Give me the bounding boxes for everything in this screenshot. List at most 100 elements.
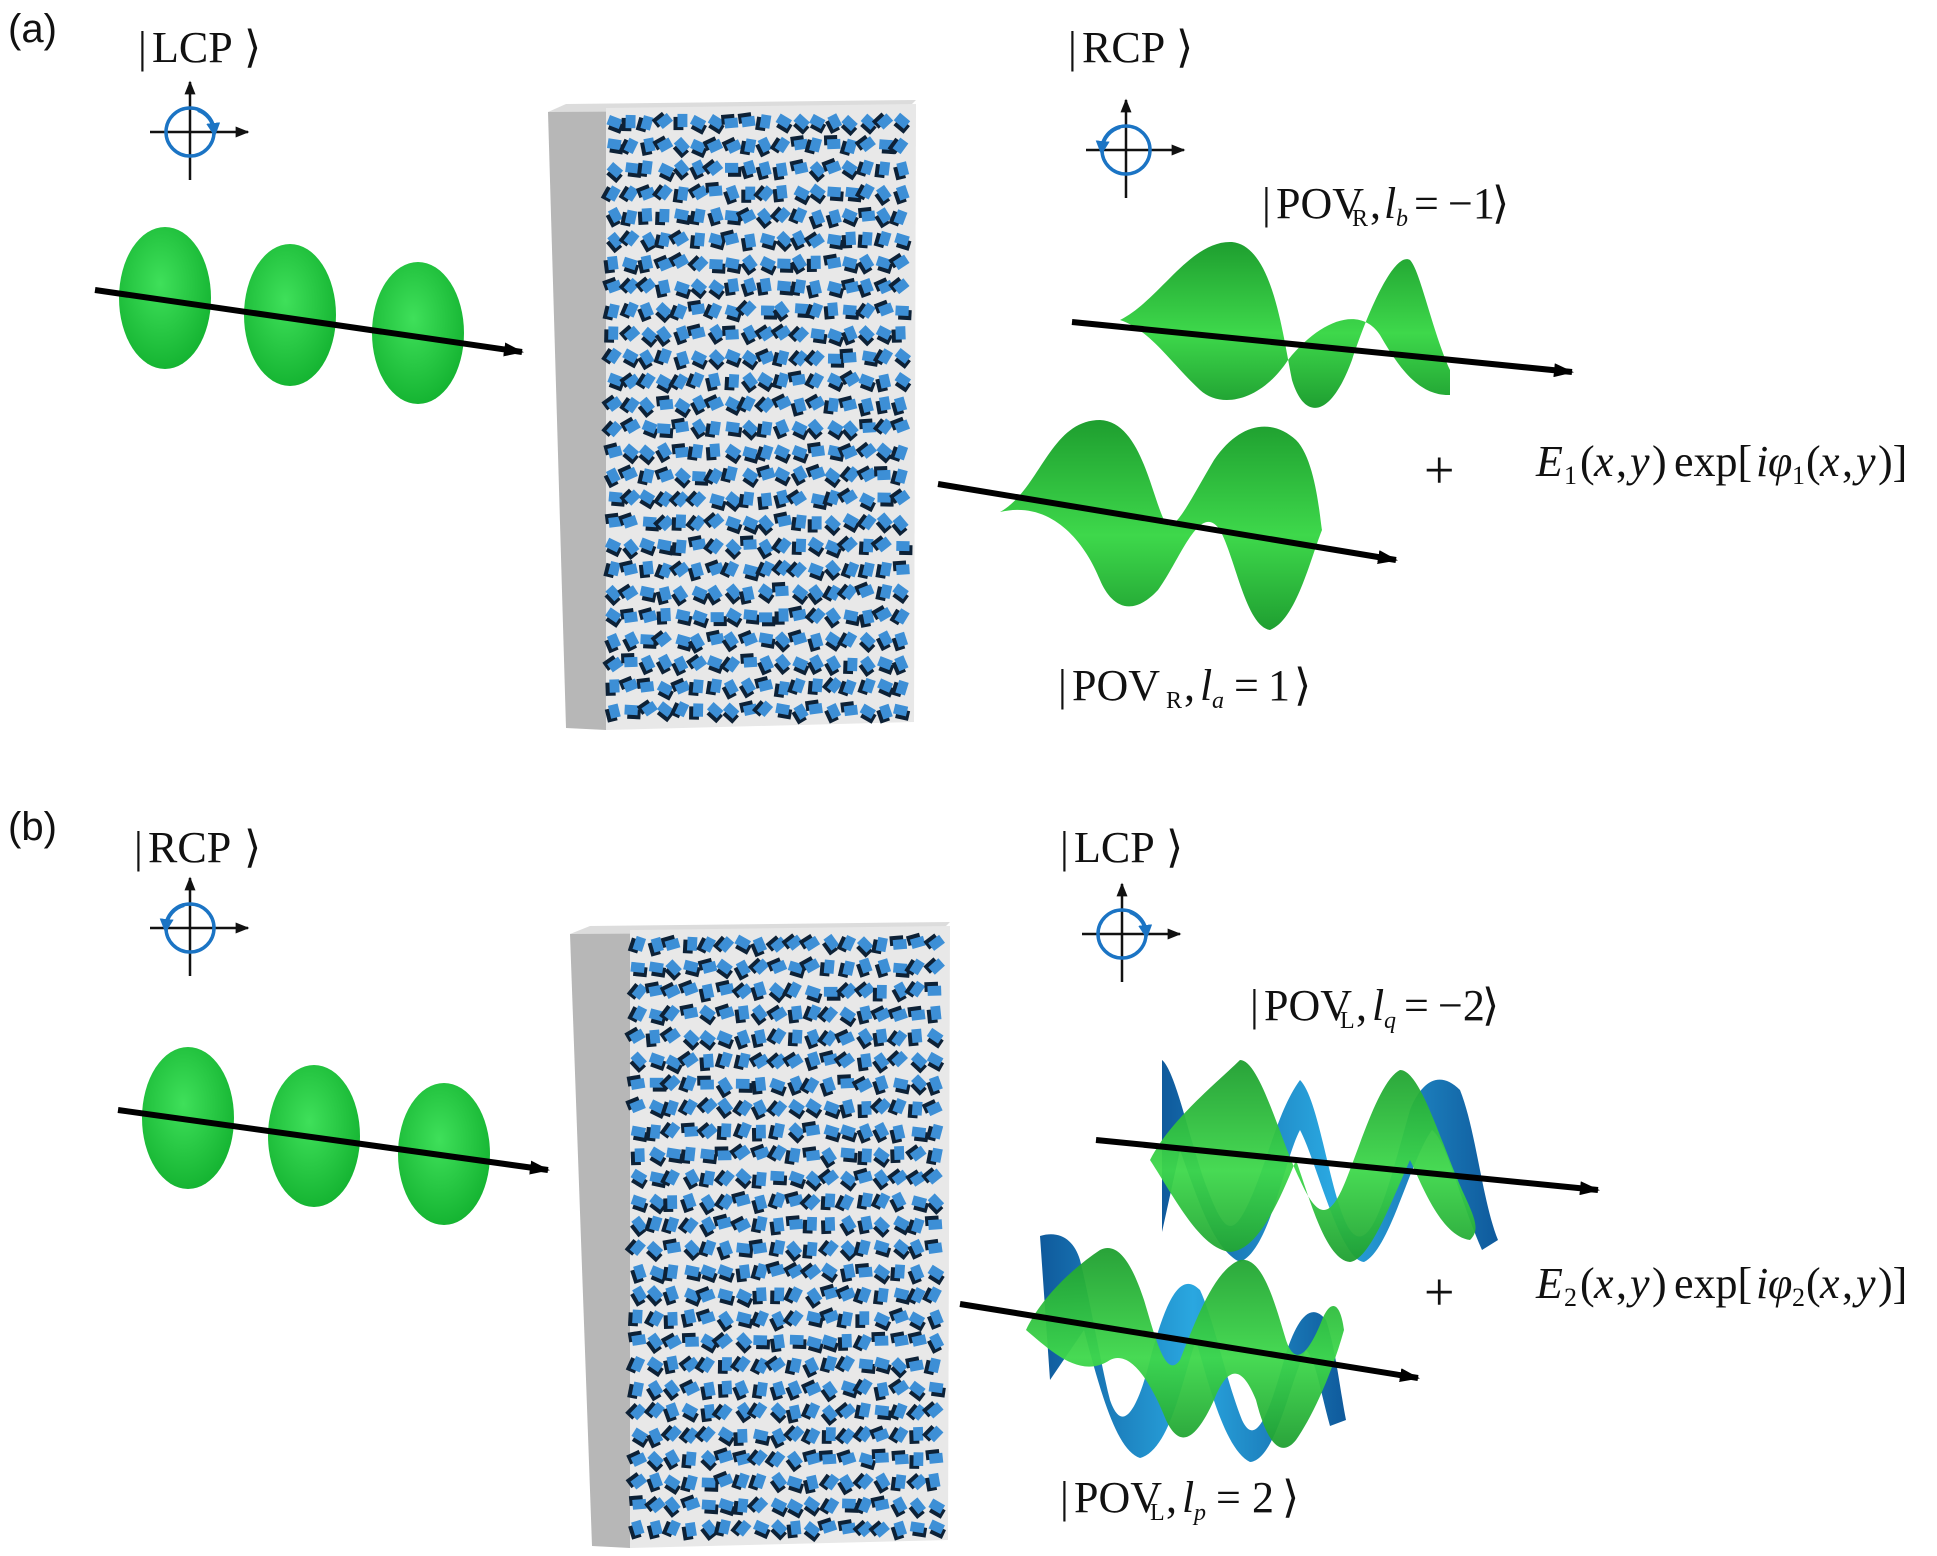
nano-pillar xyxy=(783,1424,805,1443)
nano-pillar xyxy=(838,395,858,412)
svg-text:,: , xyxy=(1842,1259,1853,1308)
nano-pillar xyxy=(876,703,893,724)
nano-pillar xyxy=(790,465,808,487)
nano-pillar xyxy=(750,1263,769,1281)
nano-pillar xyxy=(787,349,809,367)
nano-pillar xyxy=(618,137,639,155)
nano-pillar xyxy=(824,539,842,559)
nano-pillar xyxy=(700,1264,718,1284)
nano-pillar xyxy=(858,631,876,654)
input-polarization-ket: | RCP ⟩ xyxy=(134,823,261,872)
vortex-beam-top: | POV R , l b = −1 ⟩ xyxy=(1071,179,1574,408)
nano-pillar xyxy=(869,1097,892,1115)
nano-pillar xyxy=(627,1330,647,1346)
nano-pillar xyxy=(674,467,692,489)
nano-pillar xyxy=(750,1099,768,1121)
nano-pillar xyxy=(750,936,768,958)
nano-pillar xyxy=(754,324,776,342)
field-expression: E 1 ( x , y ) exp[ i φ 1 ( x , y )] xyxy=(1535,437,1907,490)
nano-pillar xyxy=(886,1029,908,1047)
nano-pillar xyxy=(891,326,906,343)
nano-pillar xyxy=(837,1519,857,1535)
nano-pillar xyxy=(678,979,699,997)
nano-pillar xyxy=(752,700,774,717)
nano-pillar xyxy=(649,1193,666,1215)
nano-pillar xyxy=(892,560,910,576)
nano-pillar xyxy=(677,1098,698,1116)
nano-pillar xyxy=(604,703,621,723)
nano-pillar xyxy=(870,1005,892,1023)
nano-pillar xyxy=(661,1519,681,1538)
nano-pillar xyxy=(852,1333,873,1352)
svg-text:|: | xyxy=(1060,823,1069,872)
nano-pillar xyxy=(755,114,772,132)
nano-pillar xyxy=(877,656,895,675)
nano-pillar xyxy=(659,981,681,999)
nano-pillar xyxy=(872,1287,889,1305)
nano-pillar xyxy=(643,1310,664,1328)
svg-text:y: y xyxy=(1852,1259,1876,1308)
svg-text:⟩: ⟩ xyxy=(1294,661,1311,710)
nano-pillar xyxy=(907,1028,923,1047)
nano-pillar xyxy=(819,1147,838,1169)
nano-pillar xyxy=(671,417,690,433)
nano-pillar xyxy=(680,1494,701,1512)
nano-pillar xyxy=(626,983,648,1000)
nano-pillar xyxy=(659,1074,681,1092)
nano-pillar xyxy=(905,932,926,949)
nano-pillar xyxy=(875,512,893,534)
nano-pillar xyxy=(660,1332,683,1350)
nano-pillar xyxy=(786,1475,805,1494)
nano-pillar xyxy=(926,1027,944,1049)
nano-pillar xyxy=(826,280,845,299)
nano-pillar xyxy=(653,348,672,366)
nano-pillar xyxy=(893,1238,911,1260)
nano-pillar xyxy=(786,1498,804,1519)
nano-pillar xyxy=(807,441,826,458)
nano-pillar xyxy=(690,394,708,416)
nano-pillar xyxy=(604,584,622,607)
nano-pillar xyxy=(753,1335,771,1350)
nano-pillar xyxy=(855,159,874,177)
nano-pillar xyxy=(724,443,742,465)
nano-pillar xyxy=(793,113,810,135)
nano-pillar xyxy=(875,630,893,652)
nano-pillar xyxy=(868,1520,890,1538)
nano-pillar xyxy=(735,1288,754,1309)
nano-pillar xyxy=(618,324,641,342)
nano-pillar xyxy=(817,1029,838,1047)
nano-pillar xyxy=(690,418,708,440)
nano-pillar xyxy=(809,113,827,134)
nano-pillar xyxy=(837,1333,852,1351)
nano-pillar xyxy=(685,653,708,672)
nano-pillar xyxy=(872,1122,890,1144)
nano-pillar xyxy=(712,935,735,953)
svg-text:): ) xyxy=(1652,437,1667,486)
nano-pillar xyxy=(734,934,752,955)
nano-pillar xyxy=(638,489,656,510)
nano-pillar xyxy=(601,394,623,412)
nano-pillar xyxy=(707,114,725,135)
nano-pillar xyxy=(806,255,821,273)
nano-pillar xyxy=(643,1401,666,1419)
beam-top-ket: | POV R , l b = −1 ⟩ xyxy=(1262,179,1509,232)
nano-pillar xyxy=(873,277,894,295)
nano-pillar xyxy=(619,416,641,434)
nano-pillar xyxy=(842,256,860,274)
nano-pillar xyxy=(656,680,674,701)
nano-pillar xyxy=(927,1332,945,1354)
nano-pillar xyxy=(627,1005,648,1023)
nano-pillar xyxy=(680,1308,697,1328)
nano-pillar xyxy=(904,980,926,998)
nano-pillar xyxy=(625,1096,646,1114)
nano-pillar xyxy=(662,1238,682,1254)
nano-pillar xyxy=(655,302,673,324)
nano-pillar xyxy=(653,490,674,508)
nano-pillar xyxy=(720,465,738,483)
input-state-text: LCP xyxy=(152,23,233,72)
nano-pillar xyxy=(647,936,664,957)
nano-pillar xyxy=(713,1193,735,1211)
nano-pillar xyxy=(820,1217,836,1235)
nano-pillar xyxy=(687,535,707,551)
nano-pillar xyxy=(891,655,909,676)
